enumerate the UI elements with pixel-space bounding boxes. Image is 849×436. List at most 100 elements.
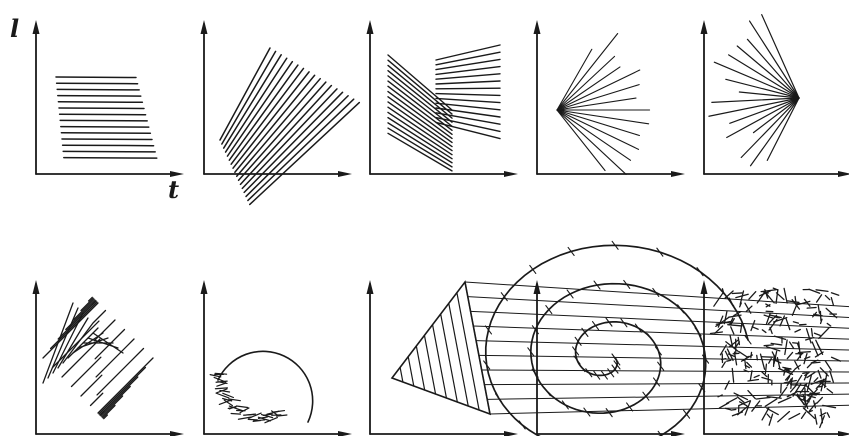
arc-tick (228, 405, 244, 412)
scribble-stroke (790, 384, 806, 387)
hatch-line (387, 101, 453, 148)
scribble-stroke (764, 398, 778, 407)
y-axis-arrowhead (366, 20, 374, 34)
panel-fan-rays-from-right (700, 14, 849, 177)
scribble-stroke (812, 400, 817, 409)
scribble-stroke (761, 407, 770, 421)
scribble-stroke (806, 374, 812, 391)
ray (738, 91, 800, 99)
hatch-line (98, 366, 147, 415)
scribble-stroke (790, 377, 794, 385)
hatch-line (63, 156, 158, 159)
hatch-line (101, 395, 124, 418)
scribble-stroke (724, 350, 730, 360)
grid-line (399, 366, 404, 383)
hatch-line (235, 77, 321, 178)
scribble-stroke (717, 315, 724, 328)
scribble-stroke (723, 310, 728, 325)
panel-fan-rays-from-left (533, 20, 685, 177)
scribble-stroke (788, 341, 795, 349)
ray (749, 97, 800, 167)
ray (556, 69, 641, 111)
scribble-stroke (802, 372, 808, 374)
hatch-line (387, 85, 453, 136)
hatch-line (387, 132, 453, 172)
scribble-stroke (724, 290, 734, 299)
scribble-stroke (822, 404, 837, 409)
scribble-stroke (758, 290, 771, 297)
hatch-line (435, 116, 501, 133)
scribble-stroke (768, 357, 772, 364)
scribble-stroke (750, 351, 753, 359)
hatch-line (435, 97, 501, 104)
ray (556, 109, 627, 175)
scribble-stroke (717, 394, 723, 398)
ray (556, 109, 650, 125)
scribble-stroke (830, 356, 842, 362)
panel-parallel-horizontal-lines (32, 20, 184, 177)
scribble-stroke (714, 325, 724, 334)
arc-tick (239, 407, 250, 414)
grid-line (486, 393, 849, 400)
scribble-stroke (786, 351, 794, 360)
ray (556, 66, 621, 111)
scribble-stroke (767, 314, 778, 325)
scribble-stroke (715, 320, 732, 325)
ray (726, 97, 800, 139)
grid-line (464, 281, 849, 308)
grid-line (415, 345, 426, 391)
panel-crosshatch-diamond (32, 280, 184, 436)
hatch-line (56, 88, 140, 91)
ray (746, 38, 800, 99)
scribble-stroke (775, 289, 779, 305)
grid-line (423, 334, 437, 395)
grid-line (481, 369, 849, 373)
hatch-line (103, 414, 109, 420)
hatch-line (435, 73, 501, 80)
scribble-stroke (786, 391, 798, 398)
scribble-stroke (817, 343, 822, 351)
pattern-fan-rays-from-left (556, 32, 651, 175)
scribble-stroke (817, 304, 821, 314)
scribble-stroke (765, 303, 771, 308)
ray (711, 97, 800, 103)
arc-tick (235, 405, 249, 409)
scribble-stroke (759, 353, 766, 370)
hatch-line (58, 107, 145, 110)
hatch-line (57, 317, 89, 369)
hatch-line (435, 121, 501, 140)
scribble-stroke (795, 374, 803, 386)
scribble-stroke (726, 348, 734, 362)
scribble-stroke (784, 339, 788, 356)
x-axis-arrowhead (170, 171, 184, 177)
scribble-stroke (769, 326, 773, 335)
scribble-stroke (735, 293, 749, 299)
scribble-stroke (785, 318, 791, 331)
hatch-line (226, 60, 294, 157)
scribble-stroke (726, 359, 732, 362)
y-axis-arrowhead (366, 280, 374, 294)
triangle-outline (390, 280, 492, 416)
scribble-stroke (733, 310, 742, 317)
ray (556, 109, 606, 172)
scribble-stroke (766, 396, 782, 399)
hatch-line (435, 92, 501, 97)
panel-hatched-arc (200, 280, 352, 436)
hatch-line (102, 404, 116, 419)
pattern-triangular-grid (390, 280, 849, 416)
scribble-stroke (763, 344, 774, 347)
scribble-stroke (826, 322, 832, 327)
scribble-stroke (811, 341, 819, 357)
scribble-stroke (813, 377, 819, 383)
scribble-stroke (819, 412, 827, 417)
scribble-stroke (771, 351, 777, 360)
grid-line (478, 354, 849, 362)
scribble-stroke (756, 354, 758, 361)
scribble-stroke (768, 413, 774, 426)
scribble-stroke (760, 289, 777, 293)
grid-line (483, 382, 849, 386)
scribble-stroke (738, 400, 751, 407)
hatch-line (72, 298, 95, 321)
x-axis-arrowhead (504, 171, 518, 177)
y-axis-arrowhead (32, 280, 40, 294)
